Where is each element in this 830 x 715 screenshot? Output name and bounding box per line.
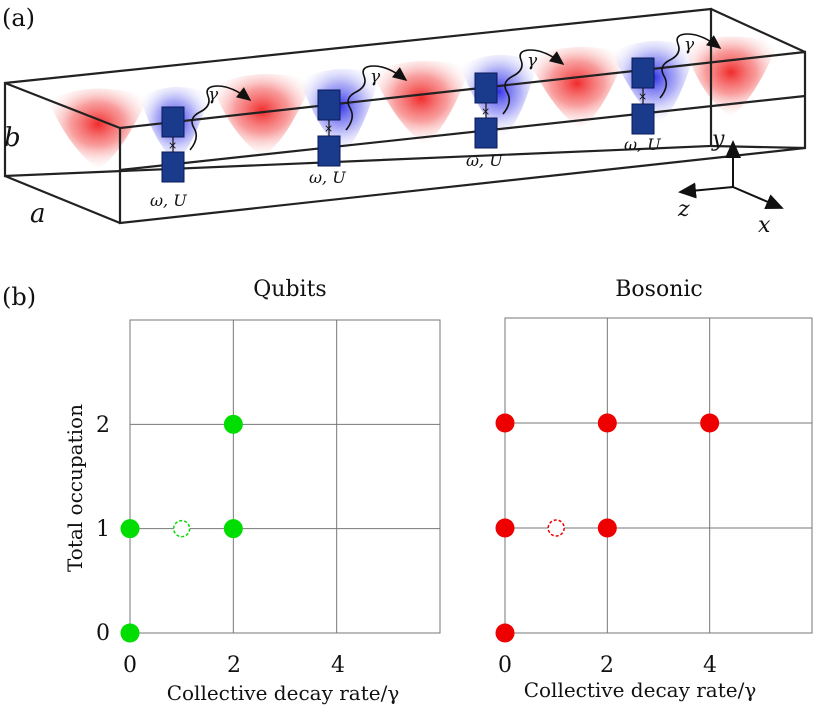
qubit-1: × ω, U	[150, 106, 187, 210]
chart-bosonic-point-4-2	[700, 413, 720, 433]
dimension-b-label: b	[4, 123, 21, 153]
qubit-2-bottom-pad	[317, 135, 341, 167]
chart-qubits-frame	[129, 319, 441, 634]
chart-qubits-point-2-2	[223, 414, 243, 434]
chart-bosonic-point-open-1-1	[547, 519, 565, 537]
qubit-2: × ω, U	[309, 89, 346, 187]
gamma-label-1: γ	[208, 85, 219, 105]
waveguide-box	[3, 7, 807, 225]
qubit-2-junction-icon: ×	[324, 122, 333, 135]
chart-qubits-points	[120, 414, 243, 643]
chart-bosonic-xtick-0: 0	[498, 653, 512, 678]
emission-arrow-2	[345, 65, 408, 131]
chart-qubits-ytick-0: 0	[96, 621, 110, 646]
qubit-3-junction-icon: ×	[481, 105, 490, 118]
qubit-3-top-pad	[474, 72, 498, 104]
emission-arrow-4	[659, 33, 722, 99]
qubit-3-label: ω, U	[466, 151, 503, 170]
qubit-1-junction-icon: ×	[168, 139, 177, 152]
qubit-4-label: ω, U	[624, 135, 661, 154]
chart-bosonic-grid	[504, 317, 813, 634]
red-lobe-4	[528, 46, 626, 129]
red-lobe-1	[48, 88, 148, 168]
chart-qubits-xtick-2: 2	[227, 653, 241, 678]
chart-bosonic-xtick-2: 2	[600, 653, 614, 678]
chart-bosonic-point-2-1	[597, 518, 617, 538]
gamma-label-2: γ	[370, 67, 381, 87]
chart-qubits-xlabel: Collective decay rate/γ	[167, 681, 400, 705]
qubit-3: × ω, U	[466, 72, 503, 170]
chart-qubits-grid	[129, 319, 441, 634]
emission-arrows	[189, 33, 722, 151]
chart-bosonic-point-0-2	[495, 413, 515, 433]
chart-qubits-point-open-1-1	[172, 519, 191, 538]
qubit-1-label: ω, U	[150, 191, 187, 210]
axis-y-label: y	[711, 127, 725, 152]
gamma-label-3: γ	[527, 51, 538, 71]
chart-qubits-xtick-4: 4	[331, 653, 345, 678]
panel-b: (b) Total occupation Qubits 0 2 4 0 1 2 …	[2, 277, 813, 705]
qubit-2-top-pad	[317, 89, 341, 121]
qubit-4-junction-icon: ×	[638, 90, 647, 103]
qubit-3-bottom-pad	[474, 117, 498, 149]
coordinate-axes	[678, 140, 784, 210]
red-lobe-3	[372, 60, 470, 145]
chart-qubits: Qubits 0 2 4 0 1 2 Collective decay rate…	[96, 277, 441, 705]
transmission-line	[119, 94, 806, 172]
panel-a: (a) b a	[2, 4, 807, 238]
z-axis-arrow	[678, 182, 734, 199]
chart-qubits-point-0-1	[120, 519, 140, 539]
chart-bosonic-points	[495, 413, 720, 643]
qubit-4: × ω, U	[624, 57, 661, 154]
chart-bosonic-point-0-0	[495, 623, 515, 643]
emission-arrow-1	[189, 85, 252, 151]
chart-qubits-xtick-0: 0	[123, 653, 137, 678]
x-axis-arrow	[732, 186, 784, 210]
qubit-1-bottom-pad	[161, 151, 185, 183]
chart-bosonic-title: Bosonic	[615, 277, 702, 302]
axis-x-label: x	[758, 213, 771, 238]
chart-bosonic-xtick-4: 4	[703, 653, 717, 678]
chart-qubits-point-0-0	[120, 623, 140, 643]
chart-qubits-ytick-2: 2	[96, 413, 110, 438]
gamma-label-4: γ	[684, 35, 695, 55]
qubit-4-top-pad	[631, 57, 655, 89]
qubit-2-label: ω, U	[309, 168, 346, 187]
chart-bosonic: Bosonic 0 2 4 Collective decay rate/γ	[495, 277, 813, 702]
emission-arrow-3	[502, 49, 565, 115]
chart-bosonic-xlabel: Collective decay rate/γ	[524, 678, 757, 702]
qubit-4-bottom-pad	[631, 103, 655, 135]
chart-qubits-ytick-1: 1	[96, 517, 110, 542]
red-lobe-2	[212, 73, 312, 156]
y-axis-title: Total occupation	[63, 404, 87, 572]
qubit-1-top-pad	[161, 106, 185, 138]
chart-qubits-point-2-1	[223, 519, 243, 539]
panel-a-label: (a)	[2, 4, 35, 32]
chart-bosonic-point-0-1	[495, 518, 515, 538]
red-lobe-5	[684, 36, 778, 116]
dimension-a-label: a	[30, 199, 46, 229]
axis-z-label: z	[677, 197, 690, 222]
panel-b-label: (b)	[2, 283, 36, 311]
chart-bosonic-frame	[504, 317, 813, 634]
chart-qubits-title: Qubits	[253, 277, 326, 302]
chart-bosonic-point-2-2	[597, 413, 617, 433]
